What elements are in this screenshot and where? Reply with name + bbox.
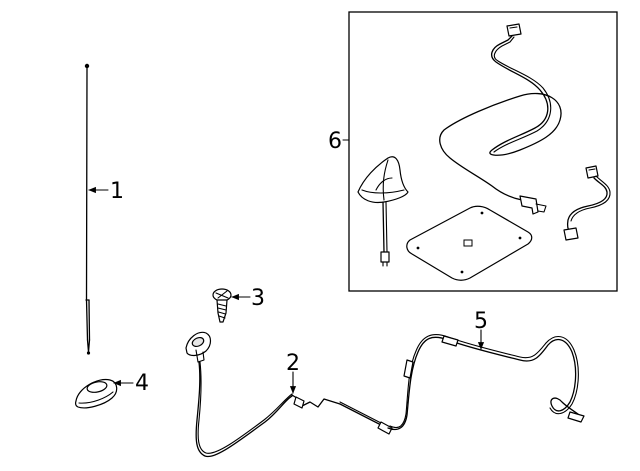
antenna-mast — [84, 63, 91, 355]
antenna-base-cable — [185, 331, 393, 458]
callout-5-label: 5 — [474, 309, 488, 334]
extension-cable — [387, 333, 585, 431]
callout-3-label: 3 — [251, 286, 265, 311]
callout-1-label: 1 — [110, 179, 124, 204]
callout-6-label: 6 — [328, 129, 342, 154]
callout-4-label: 4 — [135, 371, 149, 396]
screw — [212, 288, 232, 323]
shark-fin-antenna — [357, 156, 409, 267]
antenna-base-cover — [75, 378, 118, 409]
callout-2-label: 2 — [286, 351, 300, 376]
kit-jumper-cable — [563, 165, 611, 241]
kit-box — [348, 11, 618, 292]
gasket-pad — [406, 205, 533, 281]
kit-harness — [439, 23, 562, 215]
